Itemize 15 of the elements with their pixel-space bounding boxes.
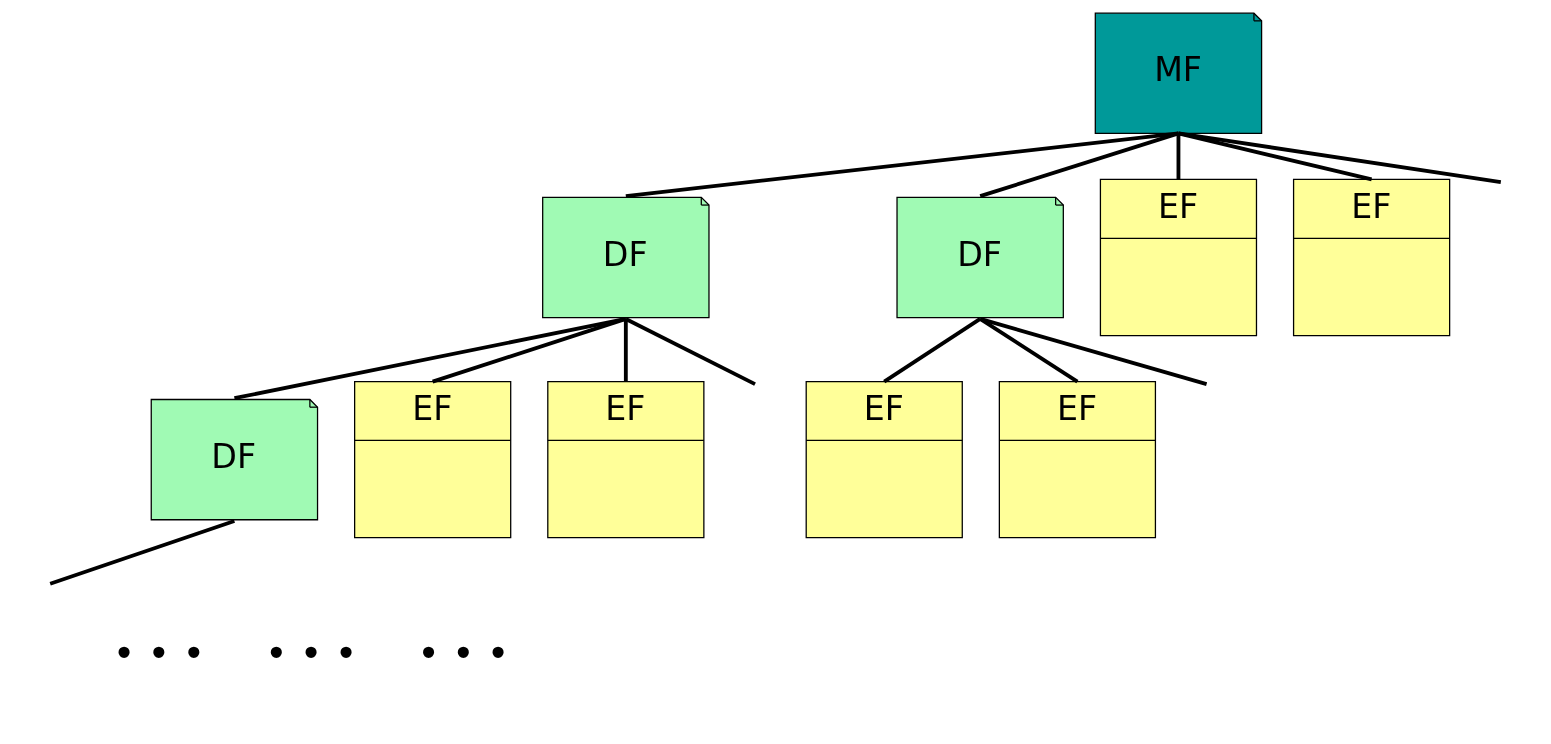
- label: • • •: [265, 630, 358, 676]
- connector: [1178, 131, 1373, 182]
- connector: [624, 317, 756, 386]
- connector: [883, 317, 982, 384]
- label: • • •: [112, 630, 206, 676]
- label: • • •: [417, 630, 510, 676]
- connector: [979, 317, 1208, 386]
- connector: [234, 317, 627, 401]
- connector: [623, 318, 628, 382]
- connector: [49, 519, 235, 586]
- connector: [1176, 133, 1181, 180]
- connector: [432, 317, 627, 384]
- connector: [979, 317, 1079, 384]
- connector: [979, 131, 1180, 198]
- connector: [1178, 131, 1502, 184]
